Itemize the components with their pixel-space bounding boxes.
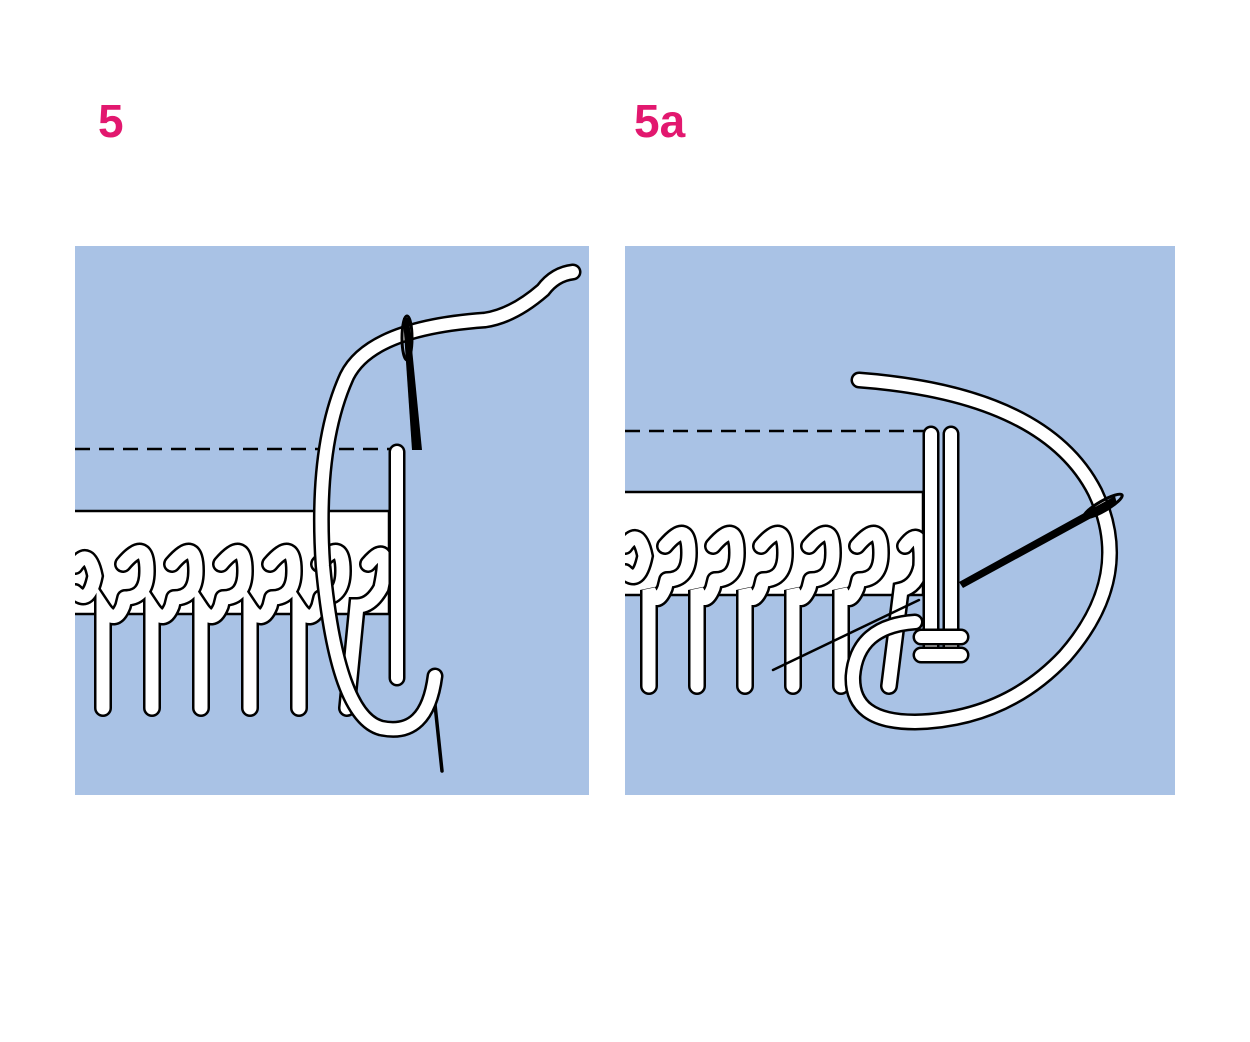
needle-icon xyxy=(400,314,422,450)
working-thread xyxy=(844,371,1119,731)
illustration-panel-5a xyxy=(625,246,1175,795)
bar-tack-wraps xyxy=(912,628,970,664)
needle-icon xyxy=(771,492,1124,672)
zipper-teeth xyxy=(625,524,931,695)
step-label-5: 5 xyxy=(98,95,124,147)
illustration-panel-5 xyxy=(75,246,589,795)
bar-stitch-threads xyxy=(922,425,960,663)
step-label-5a: 5a xyxy=(634,95,686,147)
working-thread xyxy=(312,263,582,738)
